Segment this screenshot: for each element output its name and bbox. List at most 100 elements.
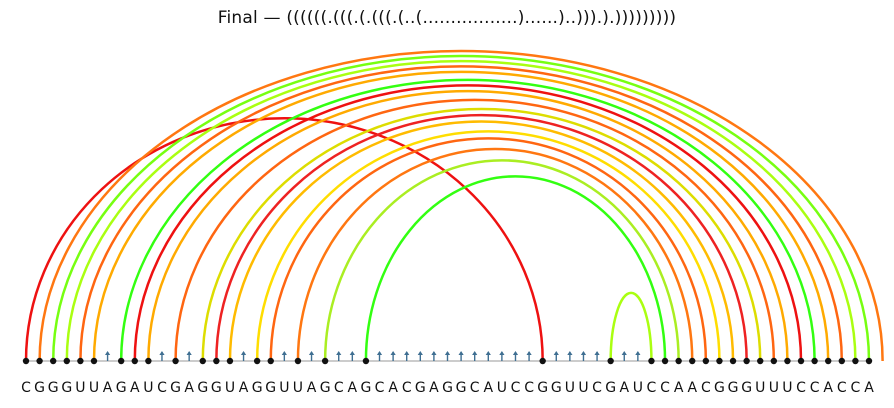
unpaired-base-marker — [308, 351, 315, 361]
unpaired-base-marker — [567, 351, 573, 361]
nucleotide-label: G — [456, 380, 467, 396]
nucleotide-label: A — [130, 380, 140, 396]
paired-base-dot — [607, 357, 614, 365]
unpaired-base-marker — [186, 351, 192, 361]
paired-base-dot — [797, 357, 805, 365]
paired-base-layer — [22, 357, 873, 365]
paired-base-dot — [267, 357, 274, 365]
nucleotide-label: A — [348, 380, 358, 396]
paired-base-dot — [702, 357, 710, 365]
nucleotide-label: G — [252, 380, 263, 396]
nucleotide-label: C — [796, 380, 806, 396]
base-pair-arc — [174, 98, 776, 362]
paired-base-dot — [199, 357, 206, 365]
nucleotide-label: C — [524, 380, 534, 396]
base-pair-arc — [38, 49, 884, 362]
nucleotide-label: A — [429, 380, 439, 396]
nucleotide-label: U — [755, 380, 765, 396]
paired-base-dot — [145, 357, 152, 365]
unpaired-base-marker — [512, 351, 519, 361]
paired-base-dot — [172, 357, 179, 365]
nucleotide-label: C — [21, 380, 31, 396]
base-pair-arc — [296, 147, 694, 362]
nucleotide-label: C — [375, 380, 385, 396]
paired-base-dot — [852, 357, 859, 365]
nucleotide-label: C — [402, 380, 412, 396]
nucleotide-label: G — [48, 380, 59, 396]
nucleotide-label: G — [211, 380, 222, 396]
unpaired-base-marker — [553, 351, 559, 361]
base-pair-arc — [65, 59, 857, 362]
nucleotide-label: C — [851, 380, 861, 396]
paired-base-dot — [716, 357, 723, 365]
nucleotide-label: G — [741, 380, 752, 396]
paired-base-dot — [539, 357, 546, 365]
unpaired-base-marker — [594, 351, 600, 361]
unpaired-base-marker — [580, 351, 587, 361]
unpaired-base-marker — [431, 351, 437, 361]
nucleotide-label: C — [701, 380, 711, 396]
base-pair-arc — [269, 137, 708, 362]
nucleotide-label: A — [184, 380, 194, 396]
nucleotide-label: G — [714, 380, 725, 396]
paired-base-dot — [131, 357, 138, 365]
unpaired-base-marker — [104, 351, 111, 361]
base-pair-arc — [228, 120, 735, 362]
unpaired-base-marker — [240, 351, 247, 361]
nucleotide-label: G — [551, 380, 562, 396]
nucleotide-label: C — [157, 380, 167, 396]
unpaired-base-marker — [526, 351, 532, 361]
nucleotide-label: U — [782, 380, 792, 396]
unpaired-base-marker — [621, 351, 627, 361]
paired-base-dot — [811, 357, 818, 365]
unpaired-base-marker — [499, 351, 505, 361]
nucleotide-label: U — [565, 380, 575, 396]
nucleotide-label: A — [239, 380, 249, 396]
paired-base-dot — [675, 357, 682, 365]
nucleotide-label: A — [484, 380, 494, 396]
nucleotide-label: A — [103, 380, 113, 396]
paired-base-dot — [77, 357, 84, 365]
nucleotide-label: A — [619, 380, 629, 396]
nucleotide-label: U — [143, 380, 153, 396]
base-pair-arc — [133, 84, 803, 362]
paired-base-dot — [321, 357, 329, 365]
nucleotide-label: U — [225, 380, 235, 396]
unpaired-base-marker — [472, 351, 478, 361]
nucleotide-label: C — [647, 380, 657, 396]
nucleotide-label: G — [34, 380, 45, 396]
nucleotide-label: G — [537, 380, 548, 396]
nucleotide-label: U — [578, 380, 588, 396]
paired-base-dot — [689, 357, 696, 365]
paired-base-dot — [36, 357, 43, 365]
nucleotide-label: U — [293, 380, 303, 396]
unpaired-base-marker — [390, 351, 396, 361]
base-pair-arc — [201, 107, 762, 362]
unpaired-base-marker — [458, 351, 464, 361]
nucleotide-label: U — [497, 380, 507, 396]
paired-base-dot — [648, 357, 655, 365]
unpaired-base-marker — [404, 351, 410, 361]
unpaired-base-marker — [281, 351, 287, 361]
nucleotide-label: A — [864, 380, 874, 396]
unpaired-marker-layer — [104, 351, 641, 361]
paired-base-dot — [253, 357, 261, 365]
nucleotide-label: U — [279, 380, 289, 396]
nucleotide-label: C — [660, 380, 670, 396]
nucleotide-label: A — [674, 380, 684, 396]
paired-base-dot — [90, 357, 98, 365]
nucleotide-label: G — [728, 380, 739, 396]
nucleotide-label: A — [307, 380, 317, 396]
paired-base-dot — [63, 357, 70, 365]
nucleotide-label: C — [511, 380, 521, 396]
base-pair-arc — [255, 130, 721, 362]
base-pair-arc — [364, 175, 667, 362]
paired-base-dot — [770, 357, 778, 365]
paired-base-dot — [661, 357, 669, 365]
base-pair-arc — [215, 113, 748, 362]
paired-base-dot — [825, 357, 832, 365]
nucleotide-label: C — [592, 380, 602, 396]
base-pair-arc — [609, 291, 653, 362]
nucleotide-label: A — [687, 380, 697, 396]
